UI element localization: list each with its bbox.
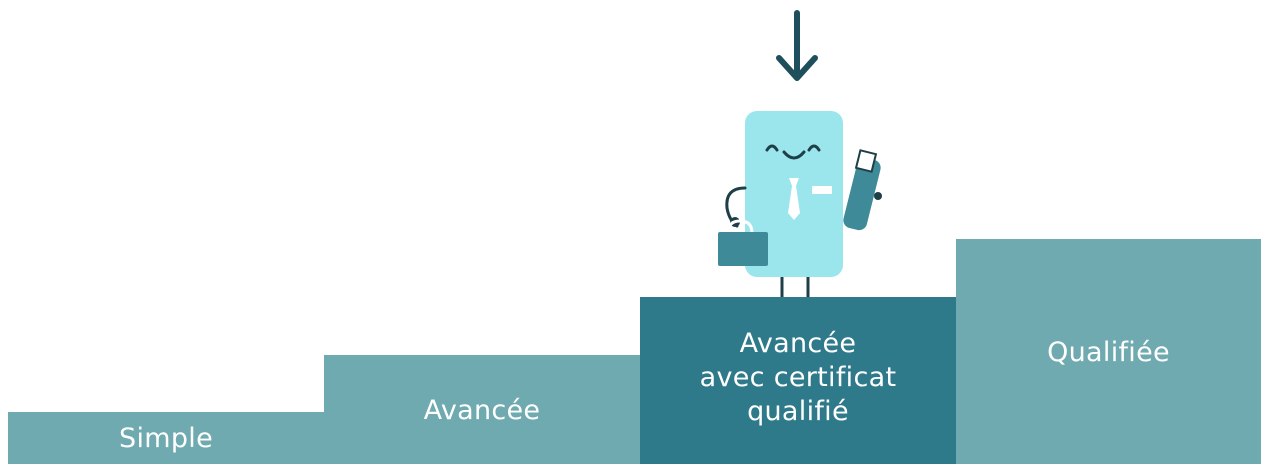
usb-key-icon xyxy=(843,149,882,231)
briefcase-icon xyxy=(718,219,768,266)
level-step-avancee: Avancée xyxy=(324,355,640,464)
level-label: Qualifiée xyxy=(1047,337,1170,368)
level-label: Avancée xyxy=(423,395,541,426)
down-arrow-icon xyxy=(776,10,818,81)
level-step-qualifiee: Qualifiée xyxy=(956,239,1261,464)
level-step-simple: Simple xyxy=(8,412,324,464)
level-step-avancee-certificat-qualifie: Avancée avec certificat qualifié xyxy=(640,297,956,464)
level-label: Avancée avec certificat qualifié xyxy=(699,328,897,427)
mascot-illustration xyxy=(718,111,882,300)
level-label: Simple xyxy=(119,423,213,454)
